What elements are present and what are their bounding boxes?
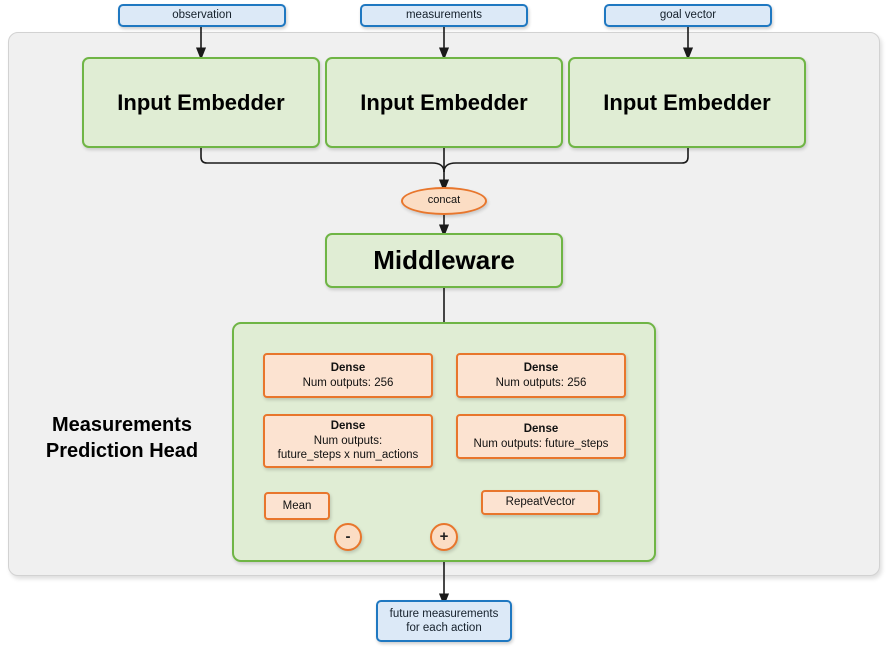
mean-label: Mean (282, 499, 312, 512)
head-label-line2: Prediction Head (45, 440, 199, 462)
dense-left-1-outputs: Num outputs: 256 (302, 376, 394, 389)
dense-left-2-outputs-line1: Num outputs: (313, 434, 383, 447)
dense-right-1-outputs: Num outputs: 256 (495, 376, 587, 389)
dense-left-2-outputs-line2: future_steps x num_actions (277, 449, 419, 462)
input-observation-label: observation (172, 9, 232, 22)
output-future-measurements[interactable]: future measurements for each action (376, 600, 512, 642)
input-goal-vector-label: goal vector (659, 9, 717, 22)
output-label-line1: future measurements (389, 607, 499, 620)
add-operator-label: + (439, 527, 449, 545)
concat-label: concat (427, 194, 461, 207)
input-observation[interactable]: observation (118, 4, 286, 27)
measurements-prediction-head-label: Measurements Prediction Head (24, 408, 220, 468)
dense-right-2[interactable]: Dense Num outputs: future_steps (456, 414, 626, 459)
input-measurements-label: measurements (405, 9, 483, 22)
dense-left-2-title: Dense (330, 420, 366, 433)
dense-left-2[interactable]: Dense Num outputs: future_steps x num_ac… (263, 414, 433, 468)
dense-right-2-outputs: Num outputs: future_steps (473, 437, 609, 450)
dense-left-1[interactable]: Dense Num outputs: 256 (263, 353, 433, 398)
subtract-operator-label: - (345, 527, 351, 545)
output-label-line2: for each action (406, 622, 482, 634)
repeat-vector-label: RepeatVector (505, 496, 576, 509)
input-embedder-observation-label: Input Embedder (117, 89, 285, 115)
input-embedder-measurements-label: Input Embedder (360, 89, 528, 115)
repeat-vector-node[interactable]: RepeatVector (481, 490, 600, 515)
dense-left-1-title: Dense (330, 362, 366, 375)
input-embedder-observation[interactable]: Input Embedder (82, 57, 320, 148)
head-label-line1: Measurements (51, 414, 193, 436)
dense-right-1-title: Dense (523, 362, 559, 375)
dense-right-1[interactable]: Dense Num outputs: 256 (456, 353, 626, 398)
add-operator[interactable]: + (430, 523, 458, 551)
input-goal-vector[interactable]: goal vector (604, 4, 772, 27)
middleware-label: Middleware (373, 245, 515, 276)
input-embedder-goal-vector-label: Input Embedder (603, 89, 771, 115)
middleware-block[interactable]: Middleware (325, 233, 563, 288)
dense-right-2-title: Dense (523, 423, 559, 436)
input-embedder-goal-vector[interactable]: Input Embedder (568, 57, 806, 148)
concat-node[interactable]: concat (401, 187, 487, 215)
input-measurements[interactable]: measurements (360, 4, 528, 27)
mean-node[interactable]: Mean (264, 492, 330, 520)
input-embedder-measurements[interactable]: Input Embedder (325, 57, 563, 148)
subtract-operator[interactable]: - (334, 523, 362, 551)
